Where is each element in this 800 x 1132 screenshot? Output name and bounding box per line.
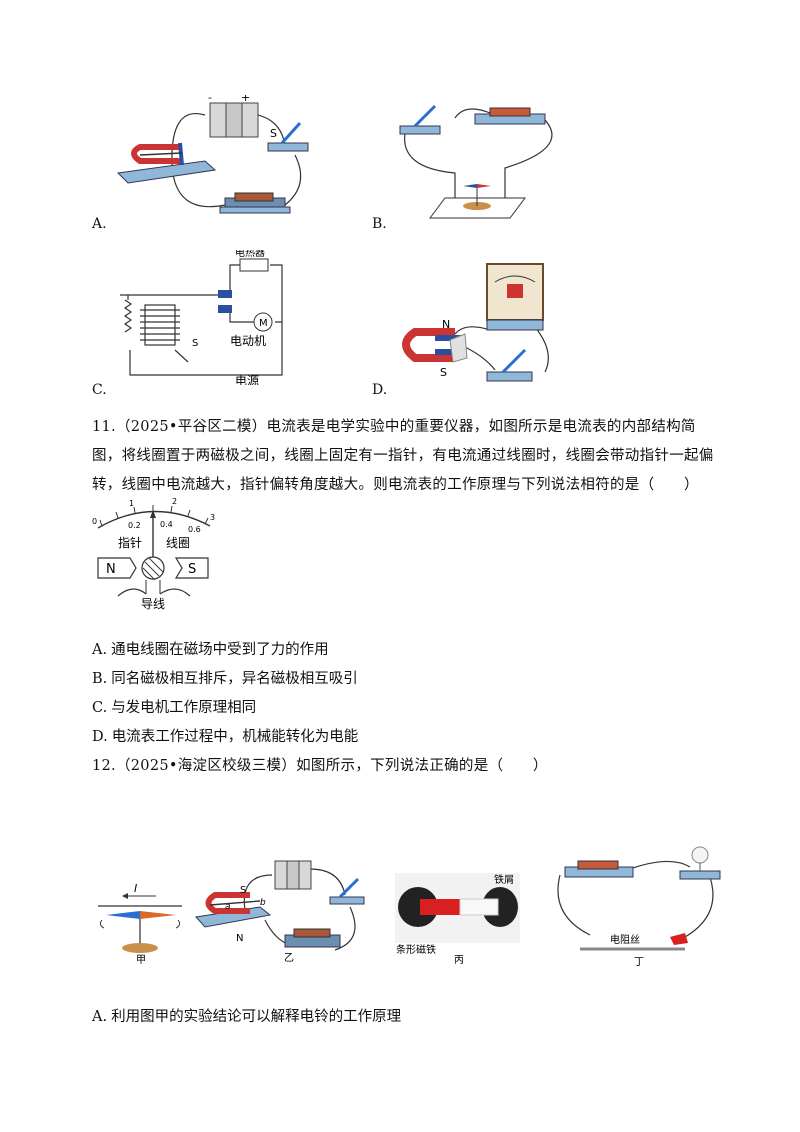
svg-text:N: N [442, 318, 450, 331]
rheostat-icon [284, 928, 341, 948]
svg-text:S: S [270, 127, 277, 140]
question-text: 如图所示，下列说法正确的是（ ） [296, 758, 548, 774]
diagram-b [395, 98, 570, 223]
svg-text:b: b [260, 898, 266, 908]
switch-icon [486, 348, 533, 382]
figure-yi: S N a b 乙 [190, 855, 370, 965]
option-label: B. [92, 671, 108, 687]
option-text: 与发电机工作原理相同 [111, 700, 257, 716]
question-11: 11.（2025•平谷区二模）电流表是电学实验中的重要仪器，如图所示是电流表的内… [92, 413, 714, 500]
q11-option-d[interactable]: D.电流表工作过程中，机械能转化为电能 [92, 725, 358, 746]
svg-text:N: N [236, 933, 243, 944]
battery-icon [474, 107, 546, 125]
svg-text:丙: 丙 [454, 955, 464, 965]
svg-text:乙: 乙 [284, 952, 294, 964]
option-label-c: C. [92, 382, 107, 398]
svg-text:铁屑: 铁屑 [494, 873, 514, 886]
option-text: 利用图甲的实验结论可以解释电铃的工作原理 [111, 1009, 402, 1025]
svg-text:电源: 电源 [235, 374, 259, 385]
ammeter-diagram: 0 1 2 3 0.2 0.4 0.6 指针 线圈 N S 导线 [88, 497, 228, 613]
svg-text:-: - [208, 95, 212, 104]
option-label: D. [92, 729, 108, 745]
option-text: 通电线圈在磁场中受到了力的作用 [111, 642, 329, 658]
svg-text:0: 0 [92, 517, 97, 526]
svg-text:0.2: 0.2 [128, 521, 141, 530]
svg-text:电热器: 电热器 [235, 250, 265, 259]
diagram-d: N S [395, 262, 555, 387]
question-12: 12.（2025•海淀区校级三模）如图所示，下列说法正确的是（ ） [92, 752, 714, 781]
galvanometer-icon [486, 263, 544, 331]
q11-option-a[interactable]: A.通电线圈在磁场中受到了力的作用 [92, 638, 329, 659]
q12-option-a[interactable]: A.利用图甲的实验结论可以解释电铃的工作原理 [92, 1005, 401, 1026]
svg-text:N: N [106, 562, 116, 577]
svg-text:0.4: 0.4 [160, 520, 173, 529]
option-label-b: B. [372, 216, 387, 232]
battery-icon [564, 860, 634, 878]
figure-bing: 铁屑 条形磁铁 丙 [390, 865, 530, 966]
svg-text:S: S [440, 366, 447, 379]
q11-option-b[interactable]: B.同名磁极相互排斥，异名磁极相互吸引 [92, 667, 358, 688]
switch-icon [399, 104, 441, 135]
option-label: C. [92, 700, 108, 716]
svg-text:导线: 导线 [141, 597, 165, 611]
svg-text:S: S [240, 885, 246, 896]
lamp-icon [679, 846, 721, 880]
svg-text:条形磁铁: 条形磁铁 [396, 943, 436, 956]
question-source: （2025•海淀区校级三模） [115, 758, 297, 774]
option-text: 电流表工作过程中，机械能转化为电能 [111, 729, 359, 745]
svg-text:线圈: 线圈 [166, 536, 190, 550]
switch-icon [329, 877, 365, 905]
question-number: 12. [92, 758, 116, 774]
svg-text:a: a [225, 902, 231, 912]
svg-text:2: 2 [172, 498, 177, 506]
svg-text:电阻丝: 电阻丝 [610, 933, 640, 946]
q11-option-c[interactable]: C.与发电机工作原理相同 [92, 696, 256, 717]
option-label-a: A. [92, 216, 107, 232]
question-source: （2025•平谷区二模） [115, 419, 267, 435]
svg-text:S: S [192, 338, 198, 349]
svg-text:I: I [134, 882, 137, 895]
diagram-a: - + S [110, 91, 320, 225]
svg-text:1: 1 [129, 499, 134, 508]
option-label: A. [92, 1009, 108, 1025]
question-text: 电流表是电学实验中的重要仪器，如图所示是电流表的内部结构简图，将线圈置于两磁极之… [92, 419, 714, 493]
svg-text:3: 3 [210, 513, 215, 522]
rheostat-icon [219, 192, 291, 214]
svg-text:丁: 丁 [634, 957, 644, 968]
diagram-c: 电热器 M 电动机 S 电源 [110, 246, 290, 388]
battery-icon [209, 102, 259, 138]
question-number: 11. [92, 419, 116, 435]
svg-text:电动机: 电动机 [230, 334, 266, 348]
svg-text:0.6: 0.6 [188, 525, 201, 534]
switch-icon [267, 121, 309, 152]
option-text: 同名磁极相互排斥，异名磁极相互吸引 [111, 671, 358, 687]
svg-text:+: + [241, 95, 250, 104]
svg-text:甲: 甲 [136, 955, 146, 965]
figure-jia: I 甲 [96, 880, 186, 966]
option-label: A. [92, 642, 108, 658]
svg-text:指针: 指针 [118, 535, 142, 550]
option-label-d: D. [372, 382, 388, 398]
svg-text:S: S [188, 562, 196, 577]
figure-ding: 电阻丝 丁 [550, 845, 725, 970]
svg-text:M: M [259, 318, 268, 329]
battery-icon [274, 860, 312, 890]
